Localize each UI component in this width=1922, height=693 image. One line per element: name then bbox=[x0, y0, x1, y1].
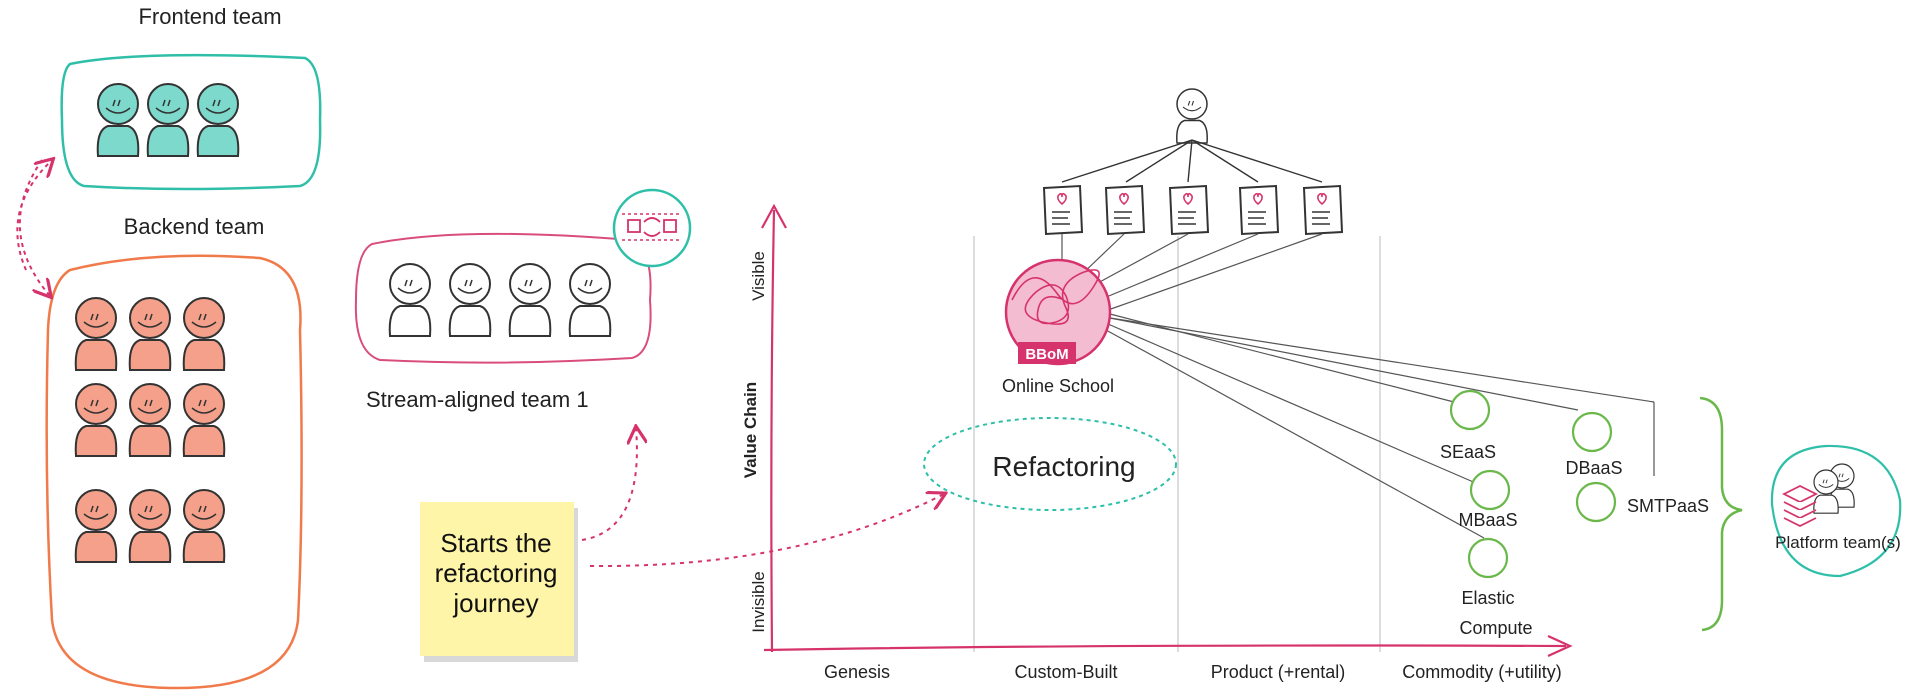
sticky-line-3: journey bbox=[453, 588, 539, 618]
frontend-members bbox=[96, 83, 240, 157]
elastic-compute-label-1: Elastic bbox=[1461, 588, 1514, 608]
y-axis-label: Value Chain bbox=[741, 382, 760, 478]
backend-members bbox=[74, 297, 226, 563]
handoff-arrow-up bbox=[16, 160, 52, 271]
arrow-to-stream-team bbox=[581, 428, 637, 541]
platform-team-title: Platform team(s) bbox=[1775, 533, 1901, 552]
y-axis-top-label: Visible bbox=[749, 251, 768, 301]
dependency-lines bbox=[1061, 233, 1655, 539]
mbaas-node bbox=[1469, 469, 1511, 511]
needs-tree-lines bbox=[1061, 139, 1323, 183]
stage-custom-built: Custom-Built bbox=[1014, 662, 1117, 682]
backend-team-boundary bbox=[45, 254, 303, 690]
dbaas-node bbox=[1571, 411, 1613, 453]
stage-product: Product (+rental) bbox=[1211, 662, 1346, 682]
refactoring-ellipse bbox=[923, 417, 1177, 511]
y-axis bbox=[770, 209, 776, 653]
flow-badge-icon bbox=[612, 188, 692, 268]
platform-brace bbox=[1699, 396, 1743, 632]
stage-genesis: Genesis bbox=[824, 662, 890, 682]
smtpaas-label: SMTPaaS bbox=[1627, 496, 1709, 516]
platform-stack-icon bbox=[1781, 484, 1819, 528]
platform-team-boundary bbox=[1770, 444, 1902, 578]
elastic-compute-label-2: Compute bbox=[1459, 618, 1532, 638]
stream-aligned-members bbox=[388, 263, 612, 337]
mbaas-label: MBaaS bbox=[1458, 510, 1517, 530]
arrow-to-refactoring bbox=[589, 494, 944, 568]
handoff-arrow-down bbox=[18, 159, 50, 296]
online-school-label: Online School bbox=[1002, 376, 1114, 396]
x-axis bbox=[763, 644, 1567, 652]
user-icon bbox=[1176, 88, 1208, 144]
sticky-line-2: refactoring bbox=[434, 558, 558, 588]
user-need-docs bbox=[1043, 185, 1343, 235]
dbaas-label: DBaaS bbox=[1565, 458, 1622, 478]
sticky-note bbox=[420, 502, 574, 656]
frontend-team-title: Frontend team bbox=[138, 4, 281, 29]
y-axis-bottom-label: Invisible bbox=[749, 571, 768, 632]
elastic-compute-node bbox=[1467, 537, 1509, 579]
seaas-node bbox=[1449, 389, 1491, 431]
bbom-badge-label: BBoM bbox=[1025, 346, 1068, 363]
smtpaas-node bbox=[1575, 481, 1617, 523]
tangle-icon bbox=[1011, 269, 1100, 325]
bbom-badge bbox=[1018, 342, 1076, 364]
stream-aligned-boundary bbox=[354, 232, 652, 364]
sticky-note-text: Starts the refactoring journey bbox=[420, 528, 572, 618]
stage-commodity: Commodity (+utility) bbox=[1402, 662, 1562, 682]
backend-team-title: Backend team bbox=[124, 214, 265, 239]
frontend-team-boundary bbox=[60, 53, 322, 191]
refactoring-label: Refactoring bbox=[992, 451, 1135, 482]
sticky-line-1: Starts the bbox=[440, 528, 552, 558]
stream-aligned-title: Stream-aligned team 1 bbox=[366, 387, 589, 412]
seaas-label: SEaaS bbox=[1440, 442, 1496, 462]
platform-team-members bbox=[1813, 463, 1855, 514]
